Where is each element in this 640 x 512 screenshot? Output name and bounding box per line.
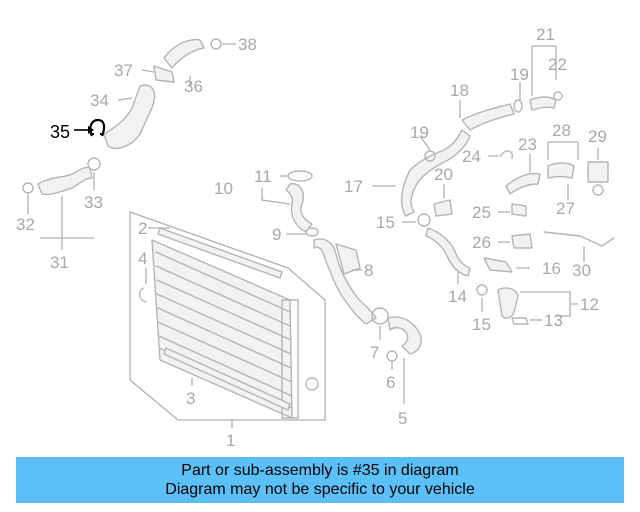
callout-14: 14 [448,287,467,306]
clip-4[interactable] [139,287,147,303]
callout-17: 17 [344,177,363,196]
callout-12: 12 [580,295,599,314]
clamp-19[interactable] [513,99,523,113]
bracket-37[interactable] [153,65,175,83]
callout-labels: 1 2 3 4 5 6 7 8 9 10 11 12 13 14 15 15 1… [16,25,607,450]
gasket-15a[interactable] [417,213,431,227]
charge-pipe-34[interactable] [103,84,156,150]
callout-7: 7 [370,343,379,362]
callout-28: 28 [552,121,571,140]
hose-21[interactable] [529,96,557,111]
callout-4: 4 [138,249,147,268]
banner-line-1: Part or sub-assembly is #35 in diagram [181,462,459,479]
callout-21: 21 [536,25,555,44]
ring-33[interactable] [87,157,101,171]
callout-37: 37 [114,61,133,80]
pipe-16[interactable] [483,257,513,273]
callout-26: 26 [472,233,491,252]
callout-20: 20 [434,165,453,184]
hose-36[interactable] [163,38,205,69]
callout-9: 9 [272,225,281,244]
pipe-17[interactable] [400,129,471,217]
pipe-18[interactable] [461,103,515,131]
callout-22: 22 [548,55,567,74]
callout-13: 13 [544,311,563,330]
clamp-22[interactable] [553,91,563,101]
clamp-6[interactable] [386,350,398,362]
callout-8: 8 [364,261,373,280]
callout-25: 25 [472,203,491,222]
clip-24[interactable] [499,150,514,159]
leader-arrow-35 [88,126,94,134]
bracket-26[interactable] [511,233,533,249]
lower-seal[interactable] [163,347,291,411]
hose-31[interactable] [37,166,93,196]
callout-5: 5 [398,409,407,428]
callout-18: 18 [450,81,469,100]
callout-34: 34 [90,91,109,110]
callout-15b: 15 [472,315,491,334]
valve-29[interactable] [587,161,609,196]
callout-10: 10 [214,179,233,198]
callout-31: 31 [50,253,69,272]
clamp-9[interactable] [305,227,319,237]
callout-19b: 19 [410,123,429,142]
info-banner: Part or sub-assembly is #35 in diagram D… [16,457,624,503]
bracket-25[interactable] [511,203,527,217]
pipe-8[interactable] [313,238,377,325]
callout-32: 32 [16,215,35,234]
callout-36: 36 [184,77,203,96]
clamp-19b[interactable] [424,150,436,162]
callout-30: 30 [572,261,591,280]
banner-line-2: Diagram may not be specific to your vehi… [165,481,475,498]
clamp-13[interactable] [511,317,529,325]
gasket-7[interactable] [371,307,389,325]
hose-10[interactable] [285,183,313,233]
callout-38: 38 [238,35,257,54]
callout-1: 1 [226,431,235,450]
callout-19a: 19 [510,65,529,84]
clamp-35[interactable] [89,118,106,137]
hose-12[interactable] [497,287,519,319]
callout-2: 2 [138,219,147,238]
callout-23: 23 [518,135,537,154]
clamp-32[interactable] [22,182,34,194]
callout-16: 16 [542,259,561,278]
callout-6: 6 [386,373,395,392]
bracket-20[interactable] [433,199,453,217]
callout-29: 29 [588,127,607,146]
hose-23[interactable] [505,172,541,195]
intercooler-core[interactable] [151,239,319,419]
hose-5[interactable] [387,316,422,355]
intercooler-frame [129,211,326,421]
callout-15a: 15 [376,213,395,232]
clamp-11[interactable] [287,170,313,182]
parts-diagram: 1 2 3 4 5 6 7 8 9 10 11 12 13 14 15 15 1… [16,25,615,450]
callout-27: 27 [556,199,575,218]
clamp-38[interactable] [210,38,222,50]
bracket-30[interactable] [543,231,615,247]
callout-33: 33 [84,193,103,212]
hose-27[interactable] [547,162,575,179]
callout-11: 11 [254,167,272,186]
gasket-15b[interactable] [476,284,488,296]
upper-seal[interactable] [157,227,283,279]
callout-35: 35 [50,122,70,142]
pipe-14[interactable] [425,227,471,277]
callout-3: 3 [186,389,195,408]
callout-24: 24 [462,147,481,166]
